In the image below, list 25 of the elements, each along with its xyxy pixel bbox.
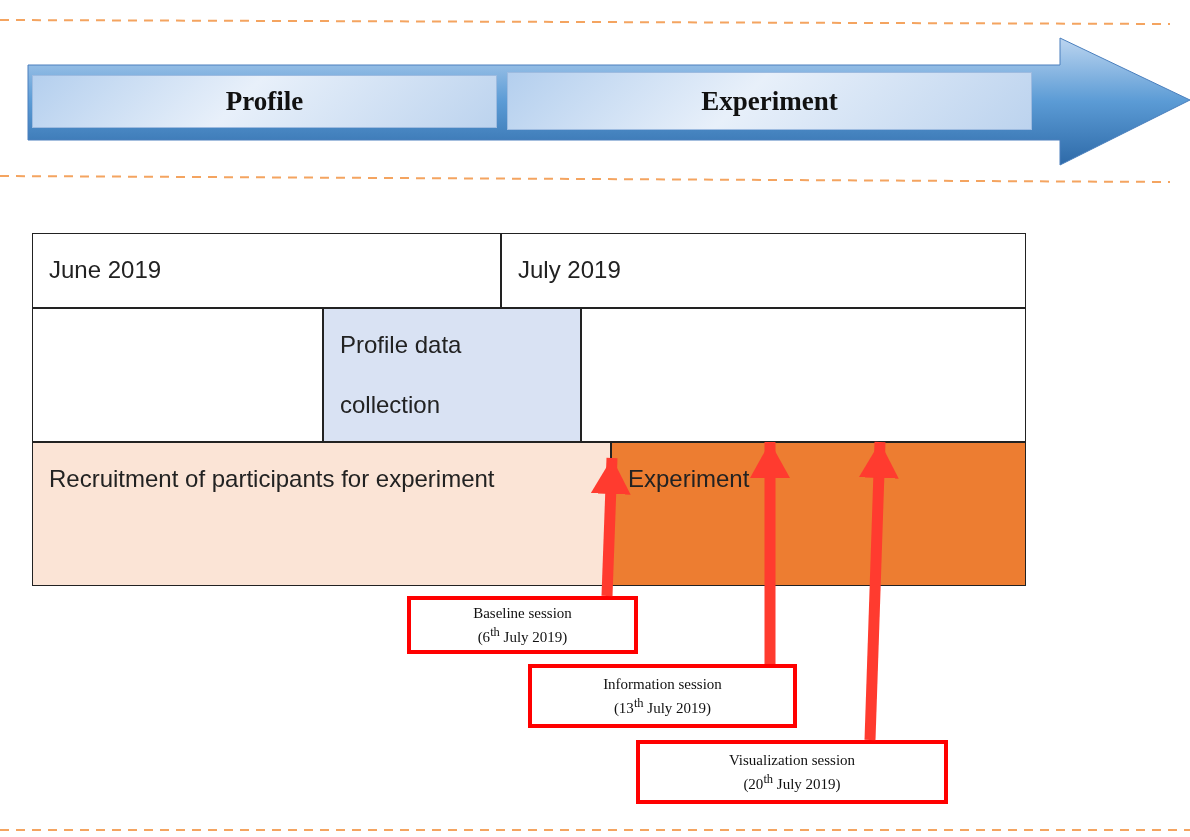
- table-cell: [501, 233, 1026, 308]
- session-label: Baseline session (6$^{th}$ July 2019): [472, 603, 573, 647]
- session-label: Visualization session (20$^{th}$ July 2019): [727, 750, 857, 794]
- timeline-phase-box: [32, 75, 497, 128]
- arrow: [590, 457, 631, 597]
- cell-text: Recruitment of participants for experiment: [49, 465, 495, 492]
- session-box: [407, 596, 638, 654]
- arrow: [750, 442, 790, 664]
- session-label: Information session (13$^{th}$ July 2019): [602, 674, 723, 718]
- table-cell: [32, 442, 611, 586]
- table-cell: [581, 308, 1026, 442]
- cell-text: Profile data collection: [340, 331, 462, 418]
- session-box: [528, 664, 797, 728]
- phase-label: Experiment: [701, 85, 838, 117]
- session-box: [636, 740, 948, 804]
- table-cell: [611, 442, 1026, 586]
- table-cell: [32, 233, 501, 308]
- phase-label: Profile: [225, 86, 304, 117]
- timeline-phase-box: [507, 72, 1032, 130]
- cell-text: July 2019: [518, 256, 621, 283]
- cell-text: Experiment: [628, 465, 750, 492]
- table-cell: [323, 308, 581, 442]
- cell-text: June 2019: [49, 256, 162, 283]
- table-cell: [32, 308, 323, 442]
- arrow: [858, 441, 899, 741]
